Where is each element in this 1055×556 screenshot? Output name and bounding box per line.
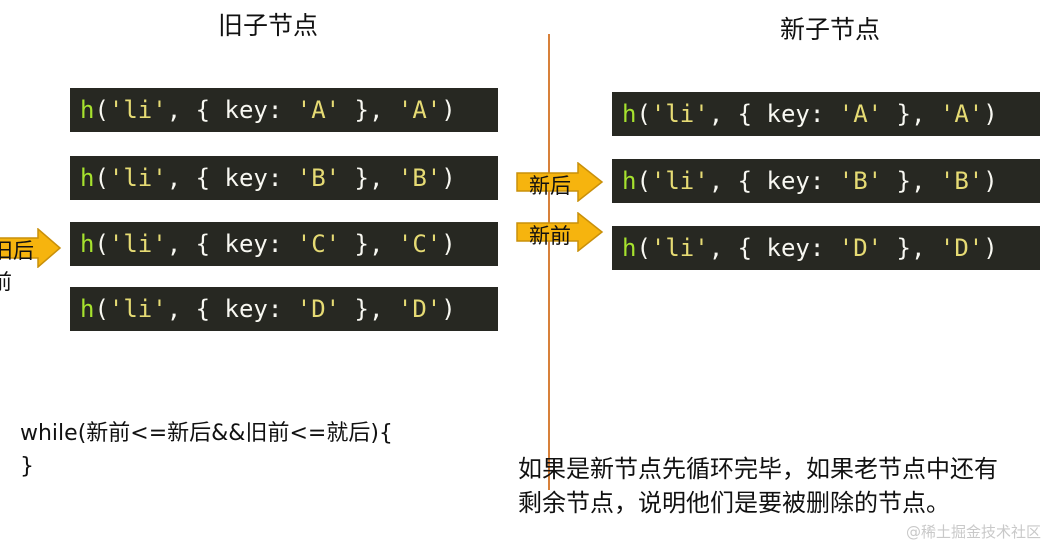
explanation-note: 如果是新节点先循环完毕，如果老节点中还有剩余节点，说明他们是要被删除的节点。	[518, 455, 998, 517]
vnode-tag: 'li'	[108, 230, 167, 258]
vnode-key: 'D'	[296, 295, 341, 323]
vnode-tag: 'li'	[650, 167, 709, 195]
vnode-function: h	[80, 96, 95, 124]
vnode-key: 'B'	[838, 167, 883, 195]
old-children-title: 旧子节点	[218, 11, 319, 40]
watermark: @稀土掘金技术社区	[905, 523, 1041, 541]
vnode-function: h	[622, 100, 637, 128]
vnode-tag: 'li'	[108, 164, 167, 192]
vnode-tag: 'li'	[650, 234, 709, 262]
vnode-text: 'D'	[939, 234, 984, 262]
vnode-text: 'B'	[939, 167, 984, 195]
new-end-pointer: 新后	[516, 162, 604, 202]
vnode-tag: 'li'	[108, 295, 167, 323]
vnode-function: h	[622, 234, 637, 262]
arrow-right-icon	[516, 212, 604, 252]
old-start-partial-label: 前	[0, 270, 12, 294]
old-vnode-a: h('li', { key: 'A' }, 'A')	[70, 88, 498, 132]
vnode-tag: 'li'	[650, 100, 709, 128]
vnode-function: h	[80, 295, 95, 323]
new-vnode-d: h('li', { key: 'D' }, 'D')	[612, 226, 1040, 270]
new-end-label: 新后	[529, 174, 571, 198]
vnode-text: 'B'	[397, 164, 442, 192]
vnode-tag: 'li'	[108, 96, 167, 124]
vnode-text: 'A'	[397, 96, 442, 124]
new-children-title: 新子节点	[780, 15, 881, 44]
old-end-label: 旧后	[0, 239, 34, 263]
old-vnode-d: h('li', { key: 'D' }, 'D')	[70, 287, 498, 331]
old-vnode-c: h('li', { key: 'C' }, 'C')	[70, 222, 498, 266]
old-vnode-b: h('li', { key: 'B' }, 'B')	[70, 156, 498, 200]
vnode-function: h	[80, 164, 95, 192]
while-loop-line: while(新前<=新后&&旧前<=就后){	[20, 421, 393, 446]
vnode-text: 'D'	[397, 295, 442, 323]
vnode-key: 'A'	[838, 100, 883, 128]
vnode-key: 'D'	[838, 234, 883, 262]
old-end-pointer: 旧后	[0, 228, 62, 268]
arrow-right-icon	[0, 228, 62, 268]
divider-line	[548, 34, 550, 490]
vnode-text: 'A'	[939, 100, 984, 128]
vnode-text: 'C'	[397, 230, 442, 258]
vnode-function: h	[622, 167, 637, 195]
new-start-pointer: 新前	[516, 212, 604, 252]
arrow-right-icon	[516, 162, 604, 202]
while-loop-close: }	[20, 454, 34, 479]
vnode-key: 'A'	[296, 96, 341, 124]
vnode-key: 'C'	[296, 230, 341, 258]
new-vnode-b: h('li', { key: 'B' }, 'B')	[612, 159, 1040, 203]
vnode-key: 'B'	[296, 164, 341, 192]
new-vnode-a: h('li', { key: 'A' }, 'A')	[612, 92, 1040, 136]
new-start-label: 新前	[529, 224, 571, 248]
vnode-function: h	[80, 230, 95, 258]
